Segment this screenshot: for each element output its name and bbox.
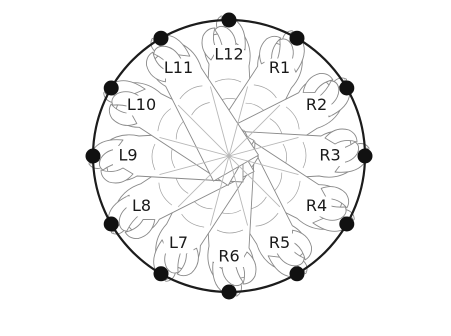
position-dot-r5: [289, 266, 305, 282]
position-dot-l12: [221, 12, 237, 28]
position-label-r2: R2: [306, 95, 327, 114]
label-backdrop: [301, 95, 332, 116]
label-backdrop: [163, 233, 194, 254]
position-label-r5: R5: [269, 233, 290, 252]
position-label-l10: L10: [127, 95, 156, 114]
label-backdrop: [126, 196, 157, 217]
position-label-r6: R6: [218, 247, 239, 266]
position-dot-l8: [103, 216, 119, 232]
position-dot-r6: [221, 284, 237, 300]
label-backdrop: [113, 146, 143, 166]
label-backdrop: [264, 58, 295, 79]
spoke-line: [159, 136, 299, 176]
label-backdrop: [264, 233, 295, 254]
position-label-l9: L9: [118, 146, 137, 165]
label-backdrop: [214, 247, 244, 267]
position-label-l12: L12: [214, 45, 243, 64]
position-dot-r3: [357, 148, 373, 164]
position-label-r1: R1: [269, 58, 290, 77]
position-dot-l10: [103, 80, 119, 96]
label-backdrop: [214, 45, 244, 65]
label-backdrop: [163, 58, 194, 79]
position-label-r4: R4: [306, 196, 327, 215]
center-spokes: [159, 86, 299, 226]
position-label-l11: L11: [164, 58, 193, 77]
label-backdrop: [301, 196, 332, 217]
position-dot-r4: [339, 216, 355, 232]
position-dot-l11: [153, 30, 169, 46]
label-backdrop: [126, 95, 157, 116]
position-dot-l7: [153, 266, 169, 282]
position-label-l8: L8: [132, 196, 151, 215]
label-backdrop: [315, 146, 345, 166]
position-dot-r2: [339, 80, 355, 96]
position-markers: [85, 12, 373, 300]
position-label-l7: L7: [169, 233, 188, 252]
position-label-r3: R3: [319, 146, 340, 165]
position-dot-l9: [85, 148, 101, 164]
position-dot-r1: [289, 30, 305, 46]
